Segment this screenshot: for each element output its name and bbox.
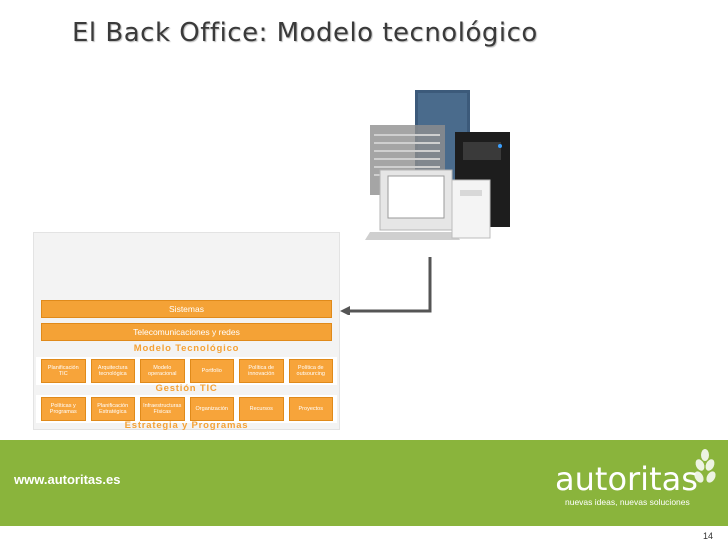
cell-portfolio: Portfolio	[189, 359, 234, 383]
footer-url-link[interactable]: www.autoritas.es	[14, 472, 121, 487]
leaf-icon	[694, 449, 716, 483]
brand-tagline: nuevas ideas, nuevas soluciones	[565, 497, 690, 507]
estrategia-row: Políticas y Programas Planificación Estr…	[39, 397, 335, 421]
cell-politica-innovacion: Política de innovación	[239, 359, 284, 383]
page-number: 14	[702, 531, 713, 541]
cell-politicas-programas: Políticas y Programas	[41, 397, 86, 421]
modelo-tecnologico-label: Modelo Tecnológico	[133, 343, 240, 354]
telecom-bar: Telecomunicaciones y redes	[41, 323, 332, 341]
cell-modelo-operacional: Modelo operacional	[140, 359, 185, 383]
row2-background	[36, 395, 337, 423]
slide-title: El Back Office: Modelo tecnológico	[72, 18, 538, 48]
tech-model-diagram: Sistemas Telecomunicaciones y redes Mode…	[33, 232, 340, 431]
cell-recursos: Recursos	[239, 397, 284, 421]
sistemas-bar: Sistemas	[41, 300, 332, 318]
cell-planificacion-estrategica: Planificación Estratégica	[90, 397, 135, 421]
gestion-row: Planificación TIC Arquitectura tecnológi…	[39, 359, 335, 383]
cell-infraestructuras: Infraestructuras Físicas	[140, 397, 185, 421]
computer-equipment-image	[365, 90, 510, 240]
title-bar: El Back Office: Modelo tecnológico	[0, 0, 728, 70]
cell-arquitectura: Arquitectura tecnológica	[90, 359, 135, 383]
cell-planificacion-tic: Planificación TIC	[41, 359, 86, 383]
gestion-tic-label: Gestión TIC	[155, 383, 218, 394]
connector-arrow	[340, 257, 432, 315]
cell-organizacion: Organización	[189, 397, 234, 421]
cell-politica-outsourcing: Política de outsourcing	[288, 359, 333, 383]
brand-logo: autoritas	[555, 460, 698, 498]
estrategia-label: Estrategia y Programas	[124, 420, 249, 431]
row1-background	[36, 357, 337, 385]
page-strip	[0, 526, 728, 546]
cell-proyectos: Proyectos	[288, 397, 333, 421]
